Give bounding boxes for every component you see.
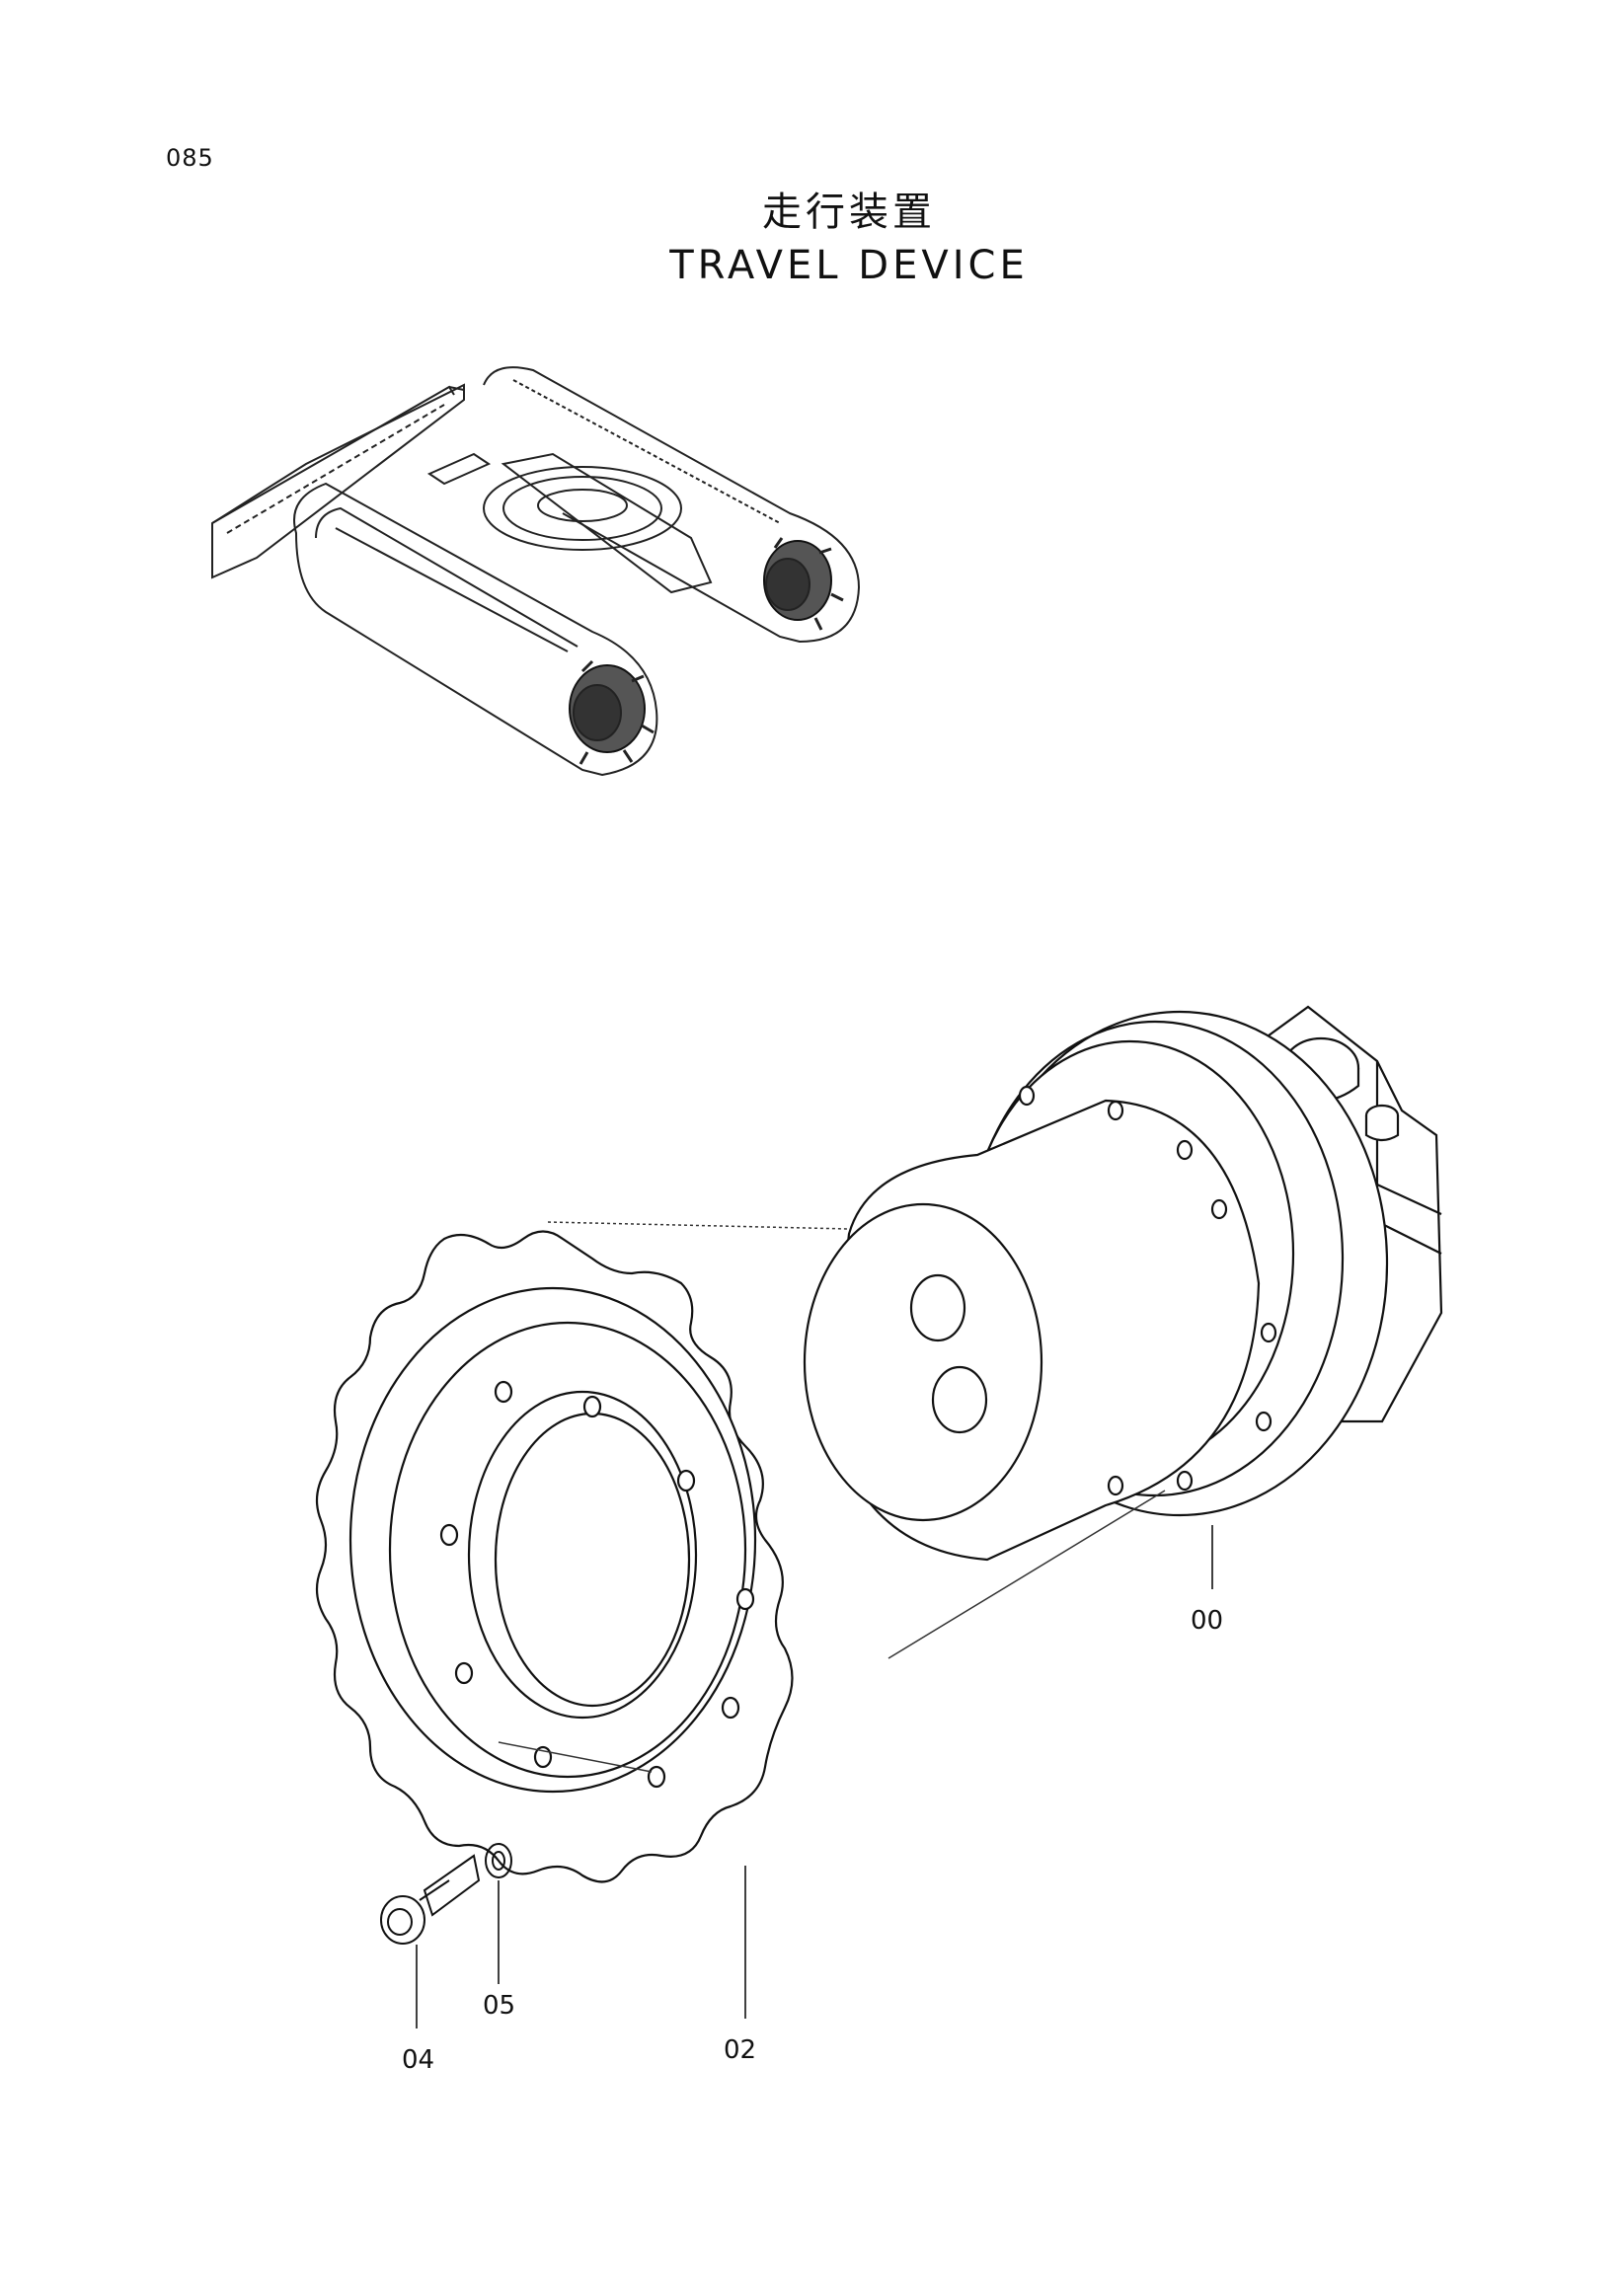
callout-05: 05	[483, 1991, 515, 2021]
front-sprocket-icon	[569, 659, 655, 765]
bolt	[380, 1854, 481, 1945]
page-title-english: TRAVEL DEVICE	[669, 243, 1029, 288]
alignment-lines	[498, 1221, 1166, 1773]
sprocket	[315, 1230, 794, 1883]
callout-04: 04	[402, 2045, 434, 2075]
washer	[485, 1843, 512, 1878]
travel-motor-unit	[803, 1005, 1443, 1562]
page-number: 085	[166, 144, 214, 172]
rear-sprocket-icon	[763, 537, 844, 631]
callout-02: 02	[724, 2035, 756, 2065]
leader-lines	[416, 1525, 1213, 2028]
page-title-japanese: 走行装置	[762, 190, 936, 235]
undercarriage-overview	[211, 366, 861, 777]
callout-00: 00	[1191, 1606, 1223, 1636]
title-block: 走行装置 TRAVEL DEVICE	[592, 186, 1106, 292]
